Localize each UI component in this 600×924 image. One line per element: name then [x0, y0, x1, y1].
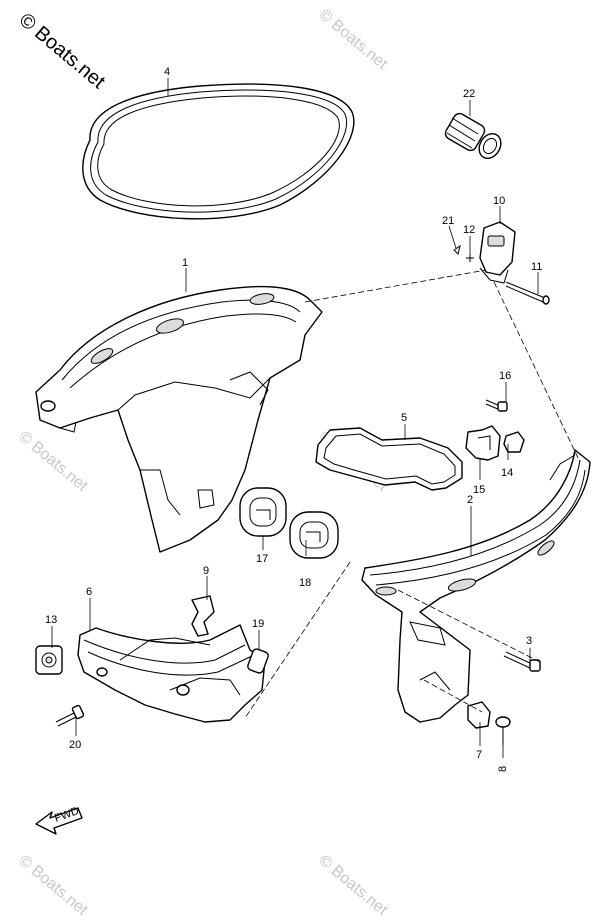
part-16-screw: [485, 399, 508, 412]
faint-watermark-mid-left: © Boats.net: [15, 428, 91, 495]
callout-labels: 4 22 10 21 12 11 1 16 5 14 15 2 17 18 9 …: [45, 66, 542, 772]
part-9-clip: [191, 595, 215, 637]
part-20-rivet: [55, 704, 85, 727]
callout-22: 22: [463, 88, 475, 100]
assembly-lines: [244, 269, 581, 719]
callout-8: 8: [497, 766, 509, 772]
part-7-mount: [467, 701, 491, 729]
part-18-grommet: [289, 511, 339, 559]
part-12-pin: [466, 254, 474, 262]
part-8-screw: [495, 716, 511, 745]
callout-19: 19: [252, 618, 264, 630]
part-22-grommet: [444, 112, 502, 160]
part-15-latch: [465, 425, 501, 461]
fwd-arrow-icon: FWD: [35, 805, 83, 835]
faint-watermark-bottom-right: © Boats.net: [315, 852, 391, 919]
callout-10: 10: [493, 195, 505, 207]
callout-16: 16: [499, 370, 511, 382]
callout-9: 9: [203, 565, 209, 577]
callout-7: 7: [476, 749, 482, 761]
callout-5: 5: [401, 412, 407, 424]
callout-6: 6: [86, 586, 92, 598]
part-21-clip: [453, 244, 461, 255]
callout-13: 13: [45, 614, 57, 626]
part-17-grommet: [239, 487, 287, 537]
callout-18: 18: [299, 577, 311, 589]
part-19-sleeve: [247, 648, 269, 674]
callout-11: 11: [531, 261, 542, 273]
part-3-bolt: [503, 651, 541, 672]
part-2-lower-cover: [361, 449, 591, 723]
part-10-bracket: [479, 221, 516, 284]
callout-15: 15: [473, 484, 485, 496]
callout-1: 1: [182, 257, 188, 269]
part-5-gasket: [315, 427, 463, 491]
part-4-seal: [82, 83, 355, 220]
faint-watermark-top-right: © Boats.net: [315, 6, 391, 73]
faint-watermark-bottom-left: © Boats.net: [15, 852, 91, 919]
part-1-upper-cover: [35, 285, 323, 553]
callout-12: 12: [463, 224, 475, 236]
brand-watermark: © Boats.net: [15, 9, 110, 93]
callout-20: 20: [69, 739, 81, 751]
part-6-bottom-bracket: [77, 624, 266, 723]
callout-17: 17: [256, 553, 268, 565]
part-11-bolt: [505, 281, 550, 305]
part-13-pad: [35, 645, 63, 675]
callout-21: 21: [442, 215, 454, 227]
callout-14: 14: [501, 467, 513, 479]
callout-4: 4: [164, 66, 170, 78]
callout-2: 2: [467, 494, 473, 506]
callout-3: 3: [526, 635, 532, 647]
part-14-cap: [503, 431, 525, 453]
leader-lines: [51, 78, 539, 758]
